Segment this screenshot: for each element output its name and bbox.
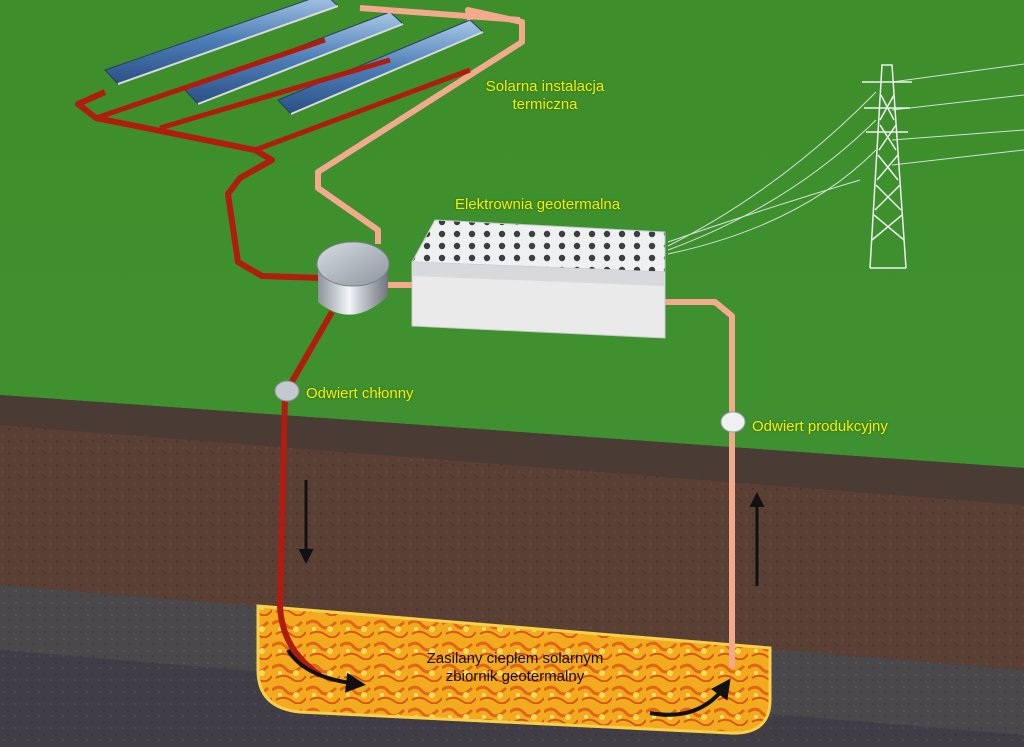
- reservoir-flow-arrow-right: [649, 678, 731, 717]
- solar-installation-label: Solarna instalacja termiczna: [470, 78, 620, 114]
- solar-collector-row-2: [184, 11, 404, 105]
- hot-pipe-branch-3: [254, 67, 471, 153]
- transmission-tower-icon: [862, 64, 912, 269]
- production-well-pipe: [664, 299, 735, 668]
- solar-installation-label-line2: termiczna: [512, 96, 578, 113]
- cool-pipe-to-collectors: [315, 5, 525, 244]
- production-well-head: [720, 411, 746, 433]
- solar-collector-row-3: [277, 19, 484, 115]
- reservoir-label-line1: Zasilany ciepłem solarnym: [426, 650, 604, 667]
- transmission-lines: [667, 63, 1024, 255]
- solar-collector-icon: [104, 0, 484, 115]
- plant-vent-band: [412, 262, 665, 286]
- reservoir-flow-arrow-left: [286, 648, 366, 693]
- injection-well-pipe: [277, 310, 335, 678]
- reservoir-label-line2: zbiornik geotermalny: [445, 668, 585, 685]
- injection-well-label: Odwiert chłonny: [306, 385, 414, 402]
- production-well-label: Odwiert produkcyjny: [752, 418, 888, 435]
- soil-layer: [0, 425, 1024, 670]
- tank-icon: [316, 241, 390, 315]
- soil-layer-top: [0, 395, 1024, 505]
- hot-pipe-branch-2: [159, 57, 391, 131]
- geothermal-reservoir: [256, 604, 772, 735]
- injection-well-head: [274, 380, 300, 402]
- hot-pipe-from-collectors: [75, 89, 323, 281]
- power-plant-label: Elektrownia geotermalna: [455, 196, 621, 213]
- reservoir-label: Zasilany ciepłem solarnym zbiornik geote…: [395, 650, 635, 686]
- solar-installation-label-line1: Solarna instalacja: [485, 78, 605, 95]
- building-icon: [411, 219, 666, 339]
- solar-collector-row-1: [104, 0, 339, 85]
- hot-pipe-branch-1: [95, 37, 326, 121]
